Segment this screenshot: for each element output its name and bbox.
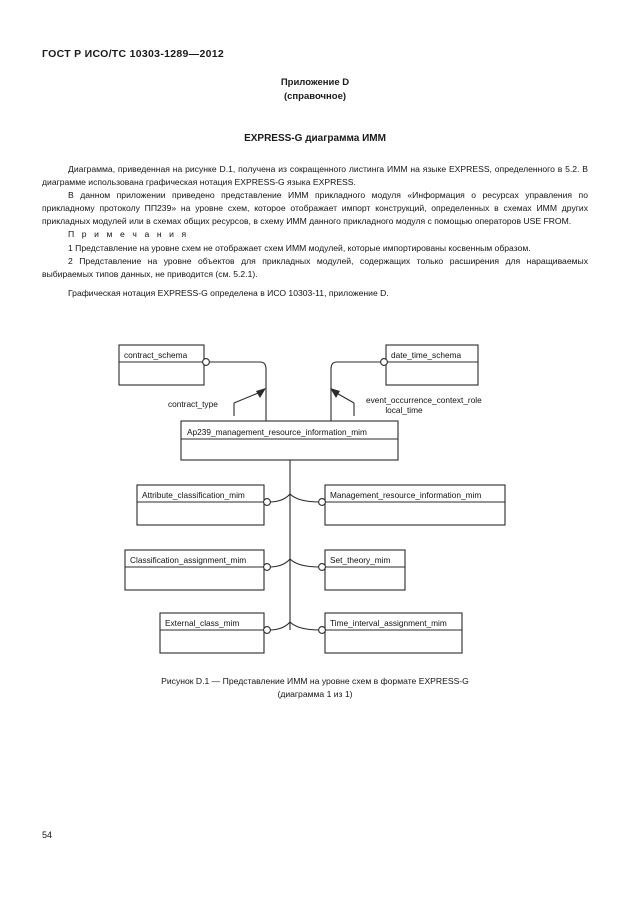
note-2: 2 Представление на уровне объектов для п… [42, 255, 588, 279]
paragraph-3: Графическая нотация EXPRESS-G определена… [68, 287, 389, 298]
annex-subtitle: (справочное) [283, 91, 347, 102]
edge-label-event-occurrence-context-role: event_occurrence_context_role [366, 395, 482, 405]
figure-caption-line-1: Рисунок D.1 — Представление ИММ на уровн… [161, 676, 469, 686]
section-title: EXPRESS-G диаграмма ИММ [244, 133, 386, 144]
paragraph-2: В данном приложении приведено представле… [42, 190, 588, 227]
body-text-block: Диаграмма, приведенная на рисунке D.1, п… [42, 163, 588, 300]
page-number: 54 [42, 830, 53, 840]
node-label-classification-assignment-mim: Classification_assignment_mim [130, 555, 246, 565]
node-label-set-theory-mim: Set_theory_mim [330, 555, 390, 565]
paragraph-1: Диаграмма, приведенная на рисунке D.1, п… [42, 164, 588, 188]
node-label-main-schema: Ap239_management_resource_information_mi… [187, 427, 367, 437]
node-label-contract-schema: contract_schema [124, 350, 188, 360]
note-1: 1 Представление на уровне схем не отобра… [68, 242, 531, 253]
node-label-date-time-schema: date_time_schema [391, 350, 461, 360]
express-g-diagram: contract_schema date_time_schema Ap239_m… [0, 336, 630, 676]
document-standard-header: ГОСТ Р ИСО/ТС 10303-1289—2012 [42, 48, 225, 60]
figure-caption-line-2: (диаграмма 1 из 1) [277, 689, 353, 699]
annex-heading: Приложение D (справочное) [0, 76, 630, 104]
edge-label-local-time: local_time [385, 405, 423, 415]
edge-label-contract-type: contract_type [168, 399, 218, 409]
annex-title: Приложение D [280, 77, 350, 88]
figure-caption: Рисунок D.1 — Представление ИММ на уровн… [0, 675, 630, 701]
node-label-external-class-mim: External_class_mim [165, 618, 239, 628]
notes-heading: П р и м е ч а н и я [68, 229, 189, 240]
node-label-time-interval-assignment-mim: Time_interval_assignment_mim [330, 618, 447, 628]
node-label-attribute-classification-mim: Attribute_classification_mim [142, 490, 245, 500]
node-label-management-resource-information-mim: Management_resource_information_mim [330, 490, 481, 500]
